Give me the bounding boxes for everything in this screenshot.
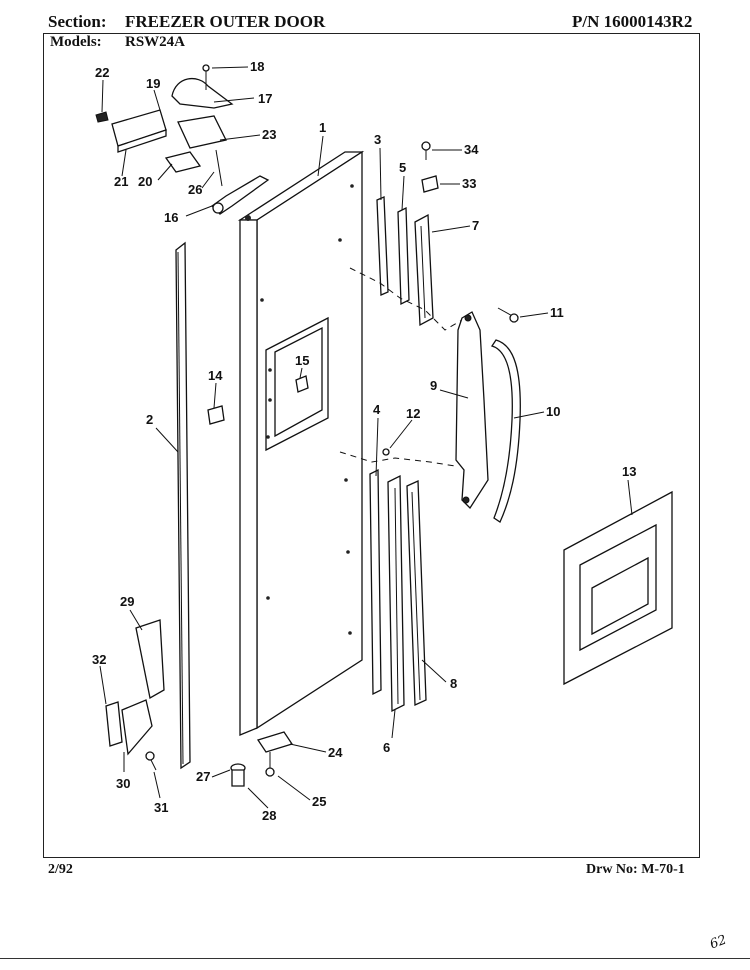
callout-18: 18: [250, 59, 264, 74]
callout-17: 17: [258, 91, 272, 106]
callout-7: 7: [472, 218, 479, 233]
callout-16: 16: [164, 210, 178, 225]
top-hinge-assembly: [95, 64, 270, 215]
section-label: Section:: [48, 12, 107, 31]
callout-4: 4: [373, 402, 381, 417]
callout-29: 29: [120, 594, 134, 609]
callout-27: 27: [196, 769, 210, 784]
callout-10: 10: [546, 404, 560, 419]
callout-2: 2: [146, 412, 153, 427]
handle-mount: [455, 311, 489, 510]
callout-5: 5: [399, 160, 406, 175]
callout-14: 14: [208, 368, 223, 383]
drawing-number: Drw No: M-70-1: [586, 862, 685, 877]
clip-12: [382, 448, 390, 456]
callout-31: 31: [154, 800, 168, 815]
callout-15: 15: [295, 353, 309, 368]
callout-33: 33: [462, 176, 476, 191]
part-number: P/N 16000143R2: [572, 12, 693, 31]
small-parts: [207, 141, 439, 425]
callout-32: 32: [92, 652, 106, 667]
callout-3: 3: [374, 132, 381, 147]
callout-13: 13: [622, 464, 636, 479]
callout-1: 1: [319, 120, 326, 135]
upper-rails: [376, 196, 434, 327]
callout-30: 30: [116, 776, 130, 791]
door-panel: [237, 150, 365, 736]
callout-24: 24: [328, 745, 343, 760]
callout-25: 25: [312, 794, 326, 809]
models-label: Models:: [50, 34, 102, 50]
bottom-hinge-assembly: [105, 619, 294, 787]
side-strip: [175, 241, 191, 770]
models-value: RSW24A: [125, 34, 186, 50]
callout-labels: 1 2 3 4 5 6 7 8 9 10 11 12 13 14 15 16 1…: [92, 59, 636, 823]
callout-23: 23: [262, 127, 276, 142]
callout-28: 28: [262, 808, 276, 823]
callout-21: 21: [114, 174, 128, 189]
callout-22: 22: [95, 65, 109, 80]
callout-20: 20: [138, 174, 152, 189]
revision-date: 2/92: [48, 862, 73, 877]
callout-26: 26: [188, 182, 202, 197]
diagram-frame: [43, 33, 700, 858]
callout-6: 6: [383, 740, 390, 755]
callout-8: 8: [450, 676, 457, 691]
dispenser-trim: [563, 490, 673, 686]
screw-11: [497, 307, 519, 323]
callout-34: 34: [464, 142, 479, 157]
callout-12: 12: [406, 406, 420, 421]
door-handle: [490, 339, 521, 523]
section-title: FREEZER OUTER DOOR: [125, 12, 326, 31]
callout-19: 19: [146, 76, 160, 91]
leader-lines: [99, 66, 633, 809]
lower-rails: [369, 468, 427, 713]
callout-9: 9: [430, 378, 437, 393]
bottom-edge-line: [0, 958, 750, 959]
callout-11: 11: [550, 305, 564, 320]
